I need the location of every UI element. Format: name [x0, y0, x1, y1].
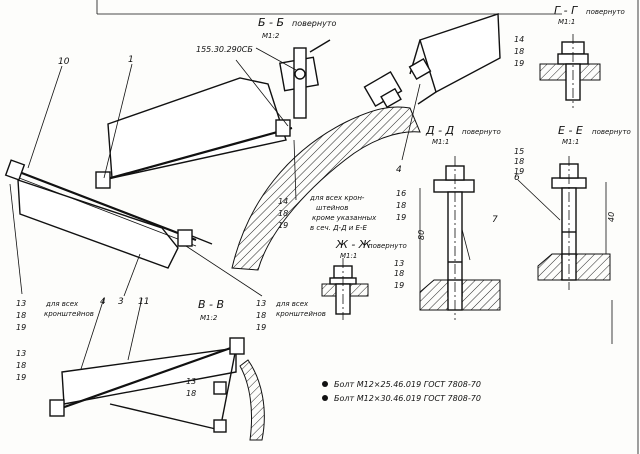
vv-title: В - В — [198, 298, 224, 311]
vv-mid-callout-a: 13 — [186, 377, 196, 386]
zh-callout-a: 13 — [394, 259, 404, 268]
callout-4-center: 4 — [396, 165, 402, 175]
bb-note: повернуто — [292, 19, 336, 28]
note-brackets-right-1: для всех — [275, 300, 309, 308]
note-brackets-right-2: кронштейнов — [276, 310, 326, 318]
bb-title: Б - Б — [258, 16, 284, 29]
callout-3: 3 — [118, 297, 124, 307]
bb-bracket — [279, 39, 432, 119]
vv-bracket — [49, 337, 265, 441]
callout-16: 16 — [396, 189, 406, 198]
gg-callout-a: 14 — [514, 35, 524, 44]
zh-callout-c: 19 — [394, 281, 404, 290]
bottom-right-callout-a: 13 — [256, 299, 266, 308]
callout-10: 10 — [58, 57, 70, 67]
note-brackets-left-1: для всех — [45, 300, 79, 308]
legend-bolt-1: Болт М12×25.46.019 ГОСТ 7808-70 — [334, 380, 481, 389]
dd-callout-b: 18 — [396, 201, 406, 210]
sheet-frame — [96, 0, 639, 454]
main-bracket — [4, 77, 293, 269]
vv-left-callout-a: 13 — [16, 349, 26, 358]
gg-callout-b: 18 — [514, 47, 524, 56]
callout-6: 6 — [514, 173, 520, 183]
zhzh-note: повернуто — [368, 242, 407, 250]
drawing-number: 155.30.290СБ — [196, 45, 253, 54]
ee-note: повернуто — [592, 128, 631, 136]
callout-7: 7 — [492, 215, 498, 225]
vv-left-callout-c: 19 — [16, 373, 26, 382]
callout-1: 1 — [128, 55, 134, 65]
zhzh-section-drawing — [321, 258, 369, 320]
callout-4-bottom: 4 — [100, 297, 106, 307]
vv-scale: М1:2 — [200, 314, 218, 322]
ee-title: Е - Е — [558, 124, 583, 137]
center-callout-a: 14 — [278, 197, 288, 206]
callout-11: 11 — [138, 297, 149, 307]
gg-scale: М1:1 — [558, 18, 575, 26]
center-callout-b: 18 — [278, 209, 288, 218]
legend-bolt-2: Болт М12×30.46.019 ГОСТ 7808-70 — [334, 394, 481, 403]
center-callout-c: 19 — [278, 221, 288, 230]
bb-scale: М1:2 — [262, 32, 280, 40]
note-center-2: штейнов — [316, 204, 348, 212]
zhzh-title: Ж - Ж — [335, 238, 372, 251]
dd-scale: М1:1 — [432, 138, 449, 146]
bb-top-plate — [409, 13, 501, 105]
bottom-right-callout-c: 19 — [256, 323, 266, 332]
ee-callout-c: 19 — [514, 167, 524, 176]
dd-callout-c: 19 — [396, 213, 406, 222]
dd-note: повернуто — [462, 128, 501, 136]
zh-callout-b: 18 — [394, 269, 404, 278]
ee-section-drawing — [537, 156, 611, 290]
gg-title: Г - Г — [554, 4, 578, 17]
gg-section-drawing — [539, 34, 601, 108]
ee-scale: М1:1 — [562, 138, 579, 146]
bottom-left-callout-b: 18 — [16, 311, 26, 320]
hatched-body — [231, 106, 421, 271]
dd-title: Д - Д — [425, 124, 455, 137]
vv-mid-callout-b: 18 — [186, 389, 196, 398]
bottom-right-callout-b: 18 — [256, 311, 266, 320]
dd-section-drawing — [419, 156, 501, 320]
legend-diamond-2 — [322, 395, 328, 401]
note-center-1: для всех крон- — [309, 194, 365, 202]
vv-left-callout-b: 18 — [16, 361, 26, 370]
gg-note: повернуто — [586, 8, 625, 16]
bottom-left-callout-a: 13 — [16, 299, 26, 308]
dimension-ee-height: 40 — [607, 212, 616, 222]
ee-callout-a: 15 — [514, 147, 524, 156]
dimension-dd-height: 80 — [417, 230, 426, 240]
legend-diamond-1 — [322, 381, 328, 387]
bottom-left-callout-c: 19 — [16, 323, 26, 332]
zhzh-scale: М1:1 — [340, 252, 357, 260]
gg-callout-c: 19 — [514, 59, 524, 68]
note-brackets-left-2: кронштейнов — [44, 310, 94, 318]
leader-lines — [9, 47, 561, 373]
note-center-4: в сеч. Д-Д и Е-Е — [310, 224, 368, 232]
note-center-3: кроме указанных — [312, 214, 377, 222]
ee-callout-b: 18 — [514, 157, 524, 166]
